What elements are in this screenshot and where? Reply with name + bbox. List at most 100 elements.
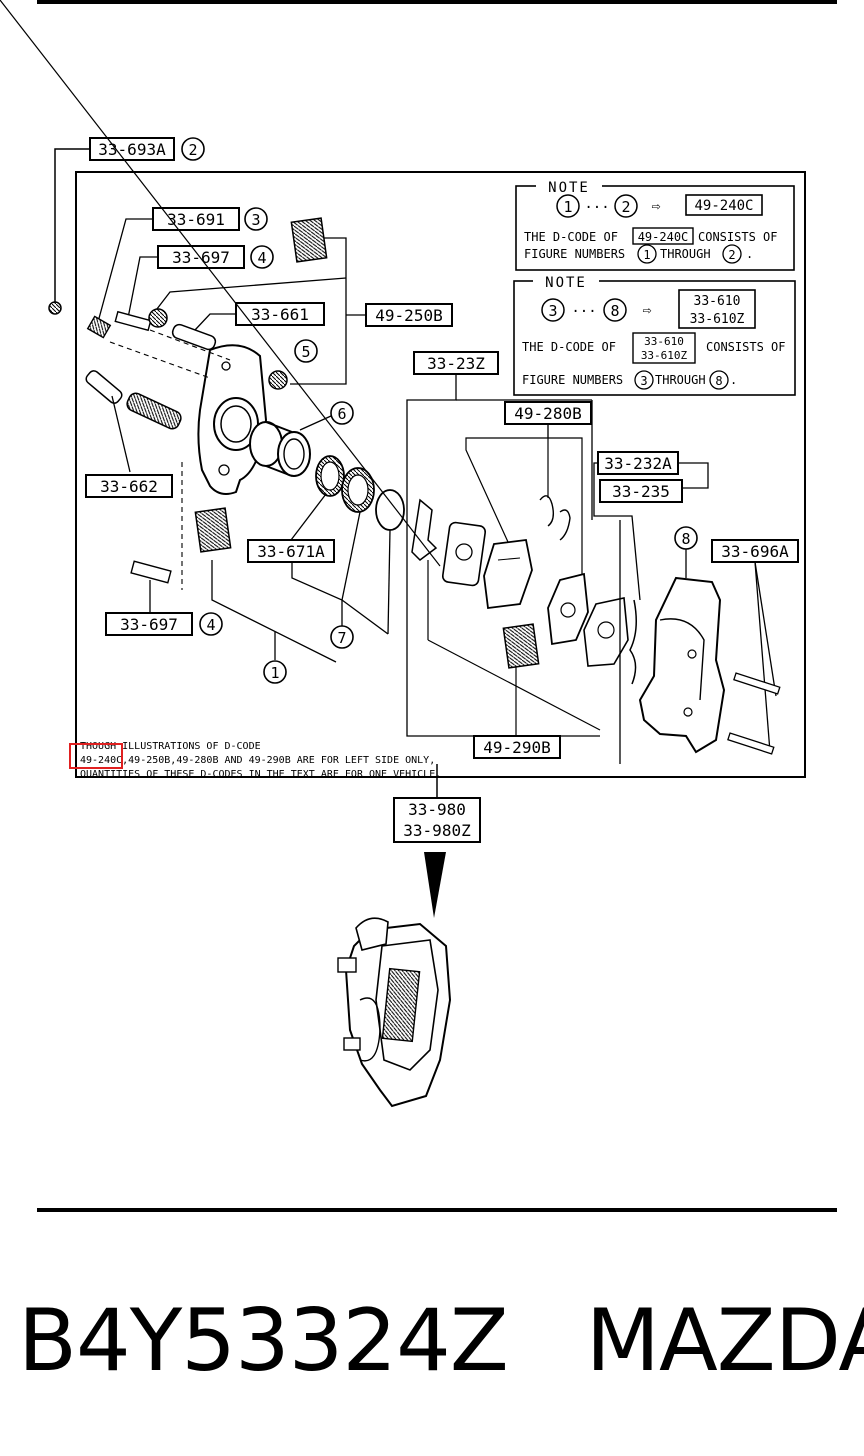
svg-text:33-697: 33-697 [172, 248, 230, 267]
svg-text:.: . [746, 247, 753, 261]
brand-name: MAZDA [585, 1291, 864, 1391]
svg-text:THE D-CODE OF: THE D-CODE OF [524, 230, 618, 244]
svg-text:THOUGH ILLUSTRATIONS OF D-CODE: THOUGH ILLUSTRATIONS OF D-CODE [80, 741, 261, 752]
svg-text:2: 2 [188, 141, 197, 159]
svg-text:49-240C,49-250B,49-280B AND 49: 49-240C,49-250B,49-280B AND 49-290B ARE … [80, 755, 435, 766]
brake-caliper-exploded-diagram: 33-693A 2 NOTE 1 ··· 2 ⇨ 49-240C THE D-C… [0, 0, 806, 1108]
svg-text:2: 2 [728, 248, 735, 262]
svg-text:33-691: 33-691 [167, 210, 225, 229]
svg-text:3: 3 [548, 302, 557, 320]
part-number: B4Y53324Z [18, 1291, 509, 1391]
svg-text:33-980: 33-980 [408, 800, 466, 819]
svg-text:2: 2 [621, 198, 630, 216]
svg-text:49-240C: 49-240C [694, 198, 753, 214]
svg-text:33-697: 33-697 [120, 615, 178, 634]
bleeder-screw-part [86, 315, 112, 339]
svg-text:33-662: 33-662 [100, 477, 158, 496]
svg-text:33-980Z: 33-980Z [403, 821, 471, 840]
svg-text:NOTE: NOTE [548, 180, 590, 196]
svg-text:3: 3 [640, 374, 647, 388]
svg-text:···: ··· [571, 304, 596, 320]
bleeder-cap-part [48, 301, 62, 315]
sleeve-part [85, 370, 182, 430]
callout-4-bottom: 4 [199, 612, 223, 636]
svg-text:49-250B: 49-250B [375, 306, 442, 325]
brake-pad-outer-part [547, 572, 589, 646]
top-rule [37, 0, 837, 4]
shim-outer-part [583, 597, 629, 667]
svg-text:···: ··· [584, 200, 609, 216]
highlight-box [69, 743, 123, 769]
svg-text:49-240C: 49-240C [638, 230, 689, 244]
svg-text:6: 6 [337, 405, 346, 423]
caliper-bolts-part [727, 672, 781, 755]
label-33-697-bottom[interactable]: 33-697 [105, 612, 193, 636]
piston-part [249, 421, 311, 477]
dust-boot-part [341, 467, 375, 513]
svg-text:NOTE: NOTE [545, 275, 587, 291]
svg-text:3: 3 [251, 211, 260, 229]
svg-text:⇨: ⇨ [642, 301, 651, 319]
svg-text:8: 8 [681, 530, 690, 548]
callout-8: 8 [674, 526, 698, 550]
caliper-outer-half-part [638, 576, 726, 754]
label-33-691[interactable]: 33-691 [152, 207, 240, 231]
label-49-280B[interactable]: 49-280B [504, 401, 592, 425]
svg-text:33-610: 33-610 [694, 294, 741, 309]
wear-sensor-part [629, 599, 637, 685]
svg-text:QUANTITIES OF THESE D-CODES IN: QUANTITIES OF THESE D-CODES IN THE TEXT … [80, 769, 441, 780]
svg-text:CONSISTS OF: CONSISTS OF [698, 230, 777, 244]
callout-6: 6 [330, 401, 354, 425]
label-49-250B[interactable]: 49-250B [365, 303, 453, 327]
svg-text:FIGURE NUMBERS: FIGURE NUMBERS [524, 247, 625, 261]
shim-clip-part [411, 498, 438, 561]
label-33-23Z[interactable]: 33-23Z [413, 351, 499, 375]
svg-text:.: . [730, 373, 737, 387]
label-33-671A[interactable]: 33-671A [247, 539, 335, 563]
footnote: THOUGH ILLUSTRATIONS OF D-CODE 49-240C,4… [80, 741, 441, 780]
assembled-caliper-part [337, 917, 452, 1108]
label-33-232A[interactable]: 33-232A [597, 451, 679, 475]
pad-clip-part [539, 495, 571, 541]
guide-bolt-top-part [114, 310, 152, 332]
retaining-ring-part [375, 489, 405, 531]
label-33-697-top[interactable]: 33-697 [157, 245, 245, 269]
svg-text:33-232A: 33-232A [604, 454, 672, 473]
piston-seal-part [315, 455, 345, 497]
svg-text:4: 4 [206, 616, 215, 634]
anti-squeal-shim-part [441, 521, 487, 587]
svg-text:1: 1 [563, 198, 572, 216]
svg-text:7: 7 [337, 629, 346, 647]
svg-text:33-661: 33-661 [251, 305, 309, 324]
callout-7: 7 [330, 625, 354, 649]
label-33-693A[interactable]: 33-693A [89, 137, 175, 161]
callout-1: 1 [263, 660, 287, 684]
label-33-696A[interactable]: 33-696A [711, 539, 799, 563]
guide-bolt-bottom-part [130, 560, 172, 584]
label-33-661[interactable]: 33-661 [235, 302, 325, 326]
svg-text:33-693A: 33-693A [98, 140, 166, 159]
svg-text:THROUGH: THROUGH [655, 373, 706, 387]
grease-packet-pad-part [502, 623, 540, 669]
diagram-frame [75, 171, 806, 778]
svg-text:5: 5 [301, 343, 310, 361]
label-33-662[interactable]: 33-662 [85, 474, 173, 498]
svg-text:33-696A: 33-696A [721, 542, 789, 561]
label-49-290B[interactable]: 49-290B [473, 735, 561, 759]
note-box-2: NOTE 3 ··· 8 ⇨ 33-610 33-610Z THE D-CODE… [513, 273, 796, 396]
grease-packet-top-part [290, 217, 328, 263]
svg-text:49-290B: 49-290B [483, 738, 550, 757]
svg-text:33-610Z: 33-610Z [641, 349, 688, 362]
assembly-arrow-icon [424, 852, 446, 918]
svg-text:1: 1 [270, 664, 279, 682]
svg-text:8: 8 [715, 374, 722, 388]
svg-text:33-610: 33-610 [644, 335, 684, 348]
brake-pad-inner-part [483, 539, 533, 610]
label-33-235[interactable]: 33-235 [599, 479, 683, 503]
svg-text:1: 1 [643, 248, 650, 262]
callout-5: 5 [294, 339, 318, 363]
grease-packet-bottom-part [194, 507, 232, 553]
svg-text:CONSISTS OF: CONSISTS OF [706, 340, 785, 354]
label-33-980[interactable]: 33-980 33-980Z [393, 797, 481, 843]
svg-text:33-23Z: 33-23Z [427, 354, 485, 373]
